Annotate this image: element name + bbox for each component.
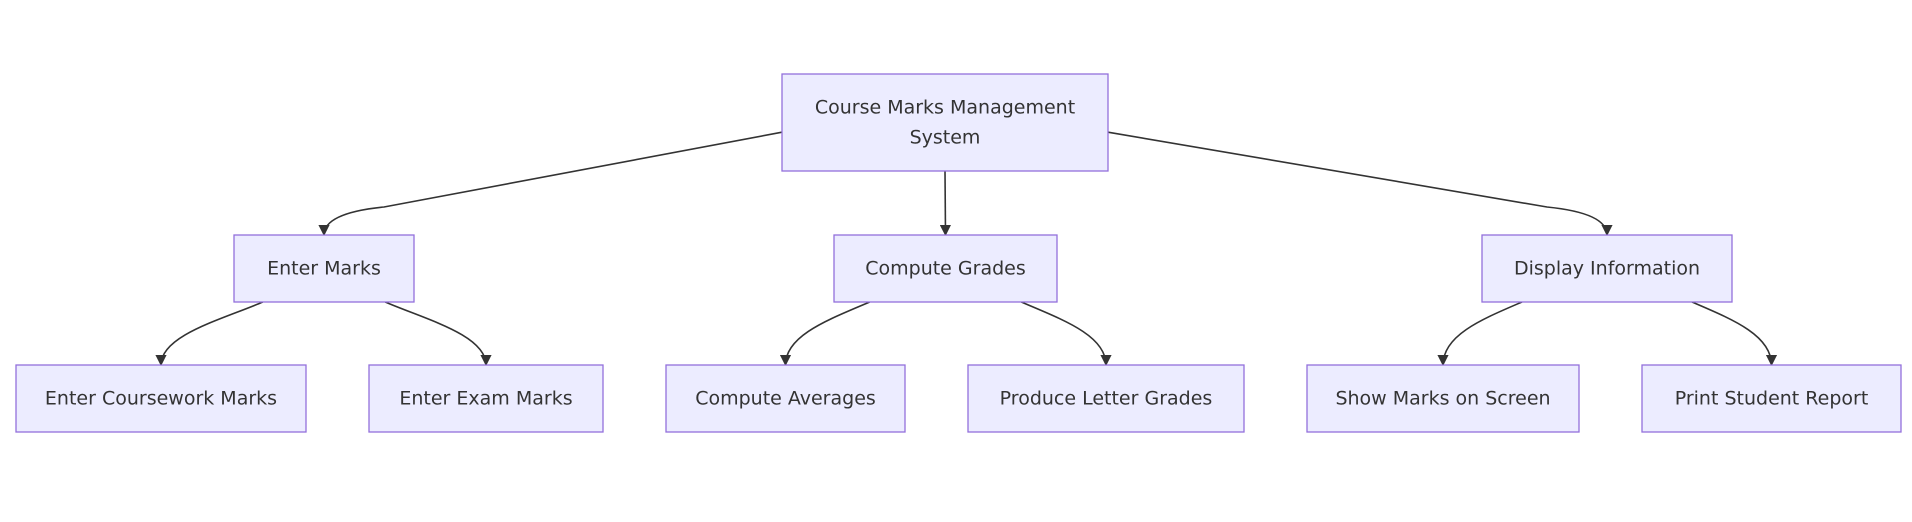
edge-compute_grades-to-produce_letter — [1021, 301, 1112, 367]
edge-root-to-compute_grades — [939, 170, 952, 237]
node-produce-letter: Produce Letter Grades — [967, 364, 1245, 433]
node-print-report: Print Student Report — [1641, 364, 1902, 433]
node-box — [967, 364, 1245, 433]
node-display-info: Display Information — [1481, 234, 1733, 303]
edge-enter_marks-to-enter_exam — [384, 301, 492, 367]
edges-layer — [155, 131, 1778, 367]
edge-root-to-enter_marks — [318, 131, 783, 237]
node-show-marks: Show Marks on Screen — [1306, 364, 1580, 433]
edge-enter_marks-to-enter_coursework — [155, 301, 264, 367]
node-label: Enter Marks — [267, 258, 381, 280]
node-enter-coursework: Enter Coursework Marks — [15, 364, 307, 433]
node-box — [1641, 364, 1902, 433]
node-box — [1481, 234, 1733, 303]
node-label: Course Marks Management — [815, 97, 1075, 119]
node-compute-grades: Compute Grades — [833, 234, 1058, 303]
node-label: Compute Grades — [865, 258, 1026, 280]
node-label: Print Student Report — [1675, 388, 1869, 410]
node-label: Display Information — [1514, 258, 1700, 280]
node-box — [1306, 364, 1580, 433]
node-box — [833, 234, 1058, 303]
edge-display_info-to-print_report — [1691, 301, 1778, 367]
node-enter-marks: Enter Marks — [233, 234, 415, 303]
node-compute-averages: Compute Averages — [665, 364, 906, 433]
node-label: Enter Exam Marks — [399, 388, 572, 410]
node-label: System — [910, 127, 981, 149]
node-box — [781, 73, 1109, 172]
edge-compute_grades-to-compute_averages — [779, 301, 870, 367]
node-label: Show Marks on Screen — [1335, 388, 1550, 410]
node-box — [15, 364, 307, 433]
node-box — [665, 364, 906, 433]
node-enter-exam: Enter Exam Marks — [368, 364, 604, 433]
edge-root-to-display_info — [1107, 131, 1613, 237]
node-box — [233, 234, 415, 303]
edge-display_info-to-show_marks — [1437, 301, 1523, 367]
node-label: Enter Coursework Marks — [45, 388, 277, 410]
node-label: Produce Letter Grades — [1000, 388, 1213, 410]
node-label: Compute Averages — [695, 388, 876, 410]
node-box — [368, 364, 604, 433]
